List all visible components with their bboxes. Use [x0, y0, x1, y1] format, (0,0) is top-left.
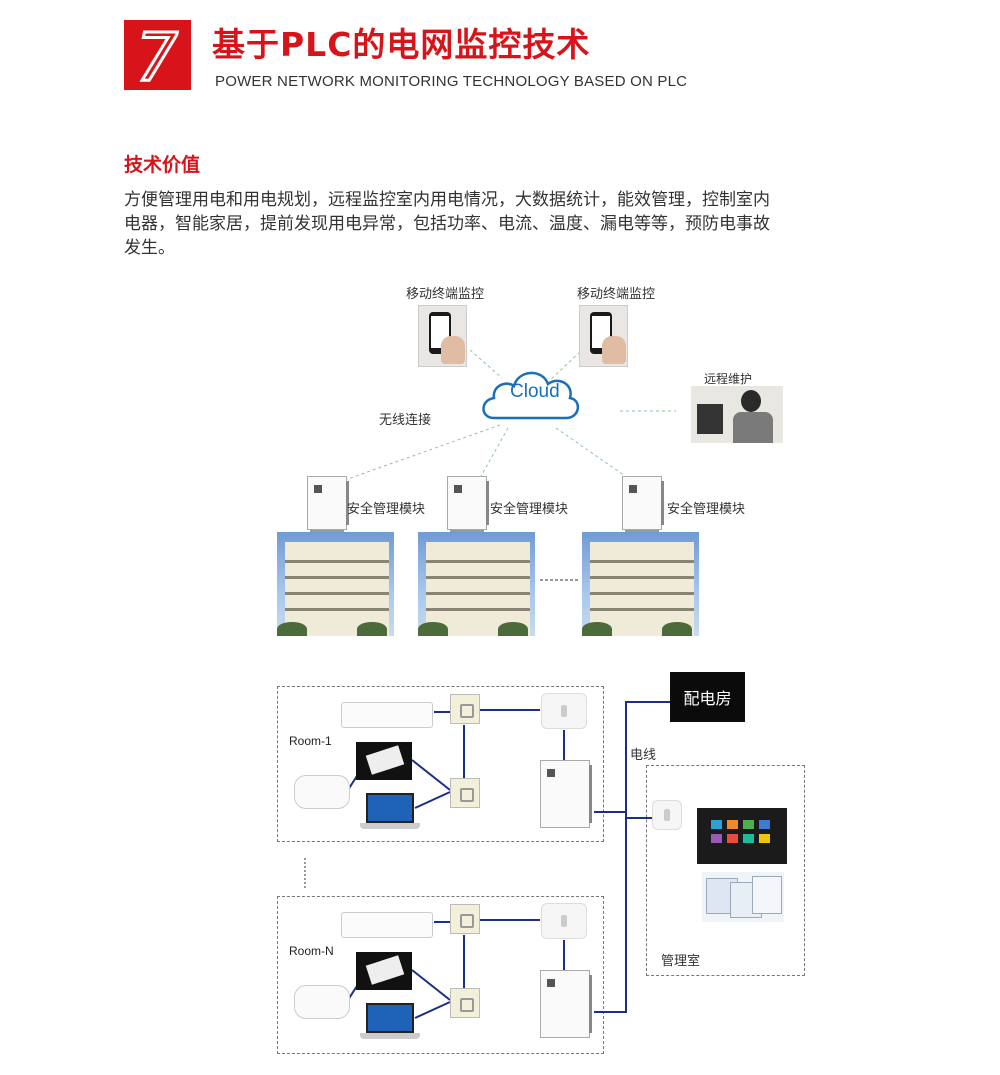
phone-in-hand-image-1: [418, 305, 467, 367]
tablet-image-n: [356, 952, 412, 990]
power-socket-image-1b: [450, 778, 480, 808]
safety-module-image-1: [307, 476, 349, 533]
room-1-box: [277, 686, 604, 842]
building-image-3: [582, 532, 699, 636]
safety-module-image-room-n: [540, 970, 592, 1038]
svg-text:7: 7: [136, 20, 178, 90]
room-n-box: [277, 896, 604, 1054]
remote-maintenance-label: 远程维护: [704, 372, 753, 386]
router-image-1: [541, 693, 587, 729]
phone-in-hand-image-2: [579, 305, 628, 367]
safety-module-label-3: 安全管理模块: [667, 502, 746, 517]
power-line-label: 电线: [630, 748, 657, 763]
page-subtitle: POWER NETWORK MONITORING TECHNOLOGY BASE…: [215, 73, 688, 90]
mobile-terminal-label-2: 移动终端监控: [577, 287, 656, 302]
power-socket-image-nb: [450, 988, 480, 1018]
management-room-label: 管理室: [661, 954, 701, 969]
distribution-room-box: 配电房: [670, 672, 745, 722]
laptop-image-1: [360, 793, 420, 831]
safety-module-image-2: [447, 476, 489, 533]
air-conditioner-image-1: [341, 702, 433, 728]
page-title: 基于PLC的电网监控技术: [212, 25, 591, 64]
router-image-n: [541, 903, 587, 939]
cloud-icon: [478, 362, 582, 428]
power-socket-image-1a: [450, 694, 480, 724]
number-seven-graphic: 7: [135, 18, 180, 98]
air-conditioner-image-n: [341, 912, 433, 938]
software-screens-image: [702, 872, 784, 922]
room-n-label: Room-N: [289, 944, 334, 958]
section-body-text: 方便管理用电和用电规划，远程监控室内用电情况，大数据统计，能效管理，控制室内电器…: [124, 190, 770, 258]
section-heading: 技术价值: [124, 154, 201, 176]
section-number-badge: 7: [124, 18, 191, 98]
cloud-label: Cloud: [510, 381, 560, 402]
safety-module-label-1: 安全管理模块: [347, 502, 426, 517]
safety-module-image-3: [622, 476, 664, 533]
monitor-dashboard-image: [697, 808, 787, 864]
safety-module-image-room-1: [540, 760, 592, 828]
laptop-image-n: [360, 1003, 420, 1041]
tablet-image-1: [356, 742, 412, 780]
building-image-1: [277, 532, 394, 636]
power-socket-image-na: [450, 904, 480, 934]
building-image-2: [418, 532, 535, 636]
management-room-box: [646, 765, 805, 976]
water-heater-image-1: [294, 775, 350, 809]
room-1-label: Room-1: [289, 734, 332, 748]
distribution-room-label: 配电房: [683, 689, 732, 708]
mobile-terminal-label-1: 移动终端监控: [406, 287, 485, 302]
wireless-connection-label: 无线连接: [379, 413, 432, 428]
router-image-management: [652, 800, 682, 830]
safety-module-label-2: 安全管理模块: [490, 502, 569, 517]
remote-operator-image: [691, 386, 783, 443]
water-heater-image-n: [294, 985, 350, 1019]
